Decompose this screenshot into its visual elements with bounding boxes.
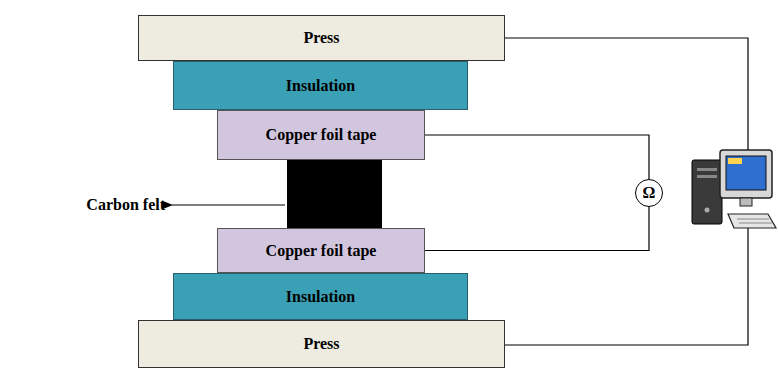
node-label: Ω <box>643 184 656 202</box>
part-label: Carbon felt <box>86 196 165 214</box>
measurement-wire <box>425 135 649 179</box>
node-label: Press <box>303 335 339 353</box>
press-plate: Press <box>138 320 505 368</box>
carbon-felt-sample: Carbon felt <box>287 160 382 228</box>
node-label: Insulation <box>286 77 355 95</box>
measurement-wire <box>425 207 649 251</box>
press-plate: Press <box>138 15 505 61</box>
node-label: Insulation <box>286 288 355 306</box>
node-label: Copper foil tape <box>266 126 377 144</box>
node-label: Copper foil tape <box>266 242 377 260</box>
node-label: Press <box>303 29 339 47</box>
signal-wire <box>505 228 748 345</box>
insulation-layer: Insulation <box>173 273 468 320</box>
copper-electrode: Copper foil tape <box>217 110 425 160</box>
leader-arrow <box>172 204 285 205</box>
insulation-layer: Insulation <box>173 61 468 110</box>
ohmmeter: Ω <box>635 179 663 207</box>
copper-electrode: Copper foil tape <box>217 228 425 273</box>
computer-icon <box>692 150 776 228</box>
